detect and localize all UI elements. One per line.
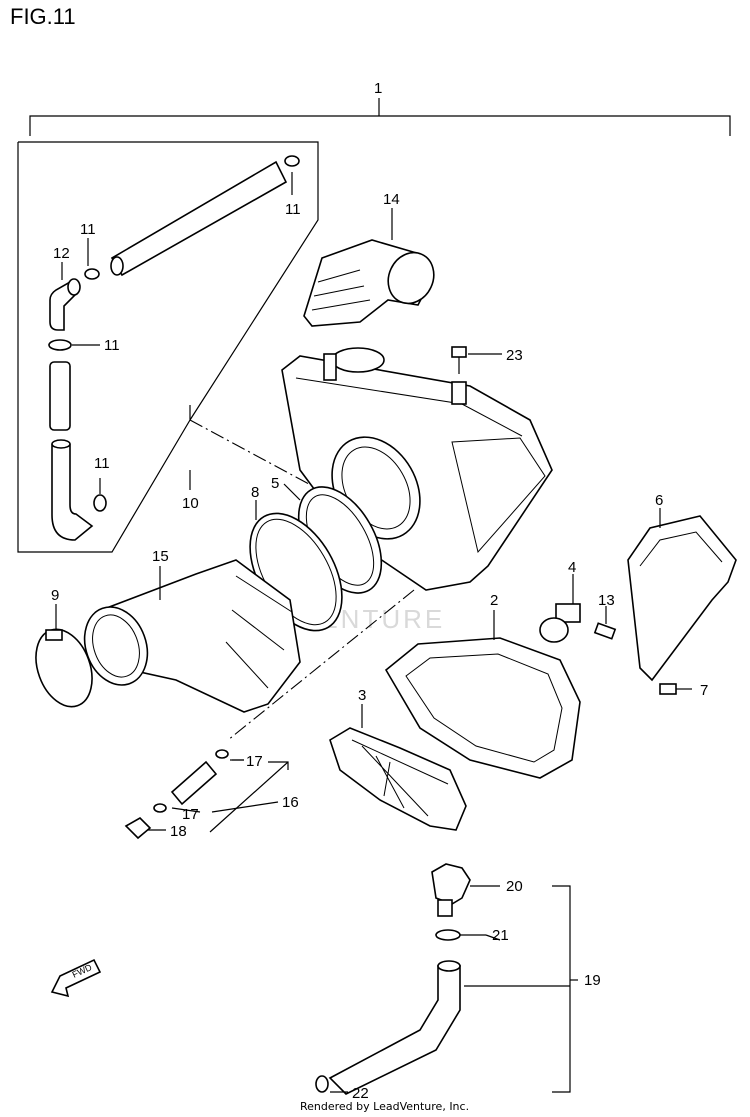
callout-13: 13: [598, 592, 615, 609]
drain-plug-18[interactable]: [124, 817, 166, 840]
callout-21: 21: [492, 927, 509, 944]
callout-1: 1: [374, 80, 382, 97]
bolt-23[interactable]: [451, 346, 502, 374]
callout-7: 7: [700, 682, 708, 699]
callout-11-bottom: 11: [94, 455, 110, 472]
hose-clamp-11-third[interactable]: [48, 339, 100, 351]
figure-title: FIG.11: [10, 4, 76, 29]
side-cover-6[interactable]: [627, 508, 737, 682]
callout-4: 4: [568, 559, 576, 576]
callout-16: 16: [282, 794, 299, 811]
elbow-joint-12[interactable]: [49, 262, 81, 331]
callout-23: 23: [506, 347, 523, 364]
drain-line-guide: [227, 589, 415, 741]
callout-11-second: 11: [80, 221, 96, 238]
breather-box-outline: [17, 141, 321, 553]
callout-2: 2: [490, 592, 498, 609]
hose-clamp-9[interactable]: [26, 604, 102, 714]
callout-22: 22: [352, 1085, 369, 1102]
breather-middle-hose[interactable]: [49, 361, 71, 431]
callout-11-third: 11: [104, 337, 120, 354]
breather-lower-hose[interactable]: [51, 439, 94, 541]
callout-18: 18: [170, 823, 187, 840]
callout-19: 19: [584, 972, 601, 989]
forward-arrow-icon: FWD: [50, 958, 102, 998]
leader-lines: [211, 759, 501, 941]
callout-12: 12: [53, 245, 70, 262]
bolt-7[interactable]: [659, 683, 692, 695]
callout-9: 9: [51, 587, 59, 604]
callout-10: 10: [182, 495, 199, 512]
callout-15: 15: [152, 548, 169, 565]
drain-assembly-19[interactable]: [315, 863, 578, 1095]
footer-credit: Rendered by LeadVenture, Inc.: [300, 1100, 470, 1113]
callout-3: 3: [358, 687, 366, 704]
hose-clamp-11-bottom[interactable]: [93, 478, 107, 512]
callout-17-lower: 17: [182, 806, 199, 823]
callout-11-top: 11: [285, 201, 301, 218]
intake-duct-14[interactable]: [303, 208, 442, 327]
filter-cage-3[interactable]: [329, 704, 467, 831]
hose-clamp-11-top[interactable]: [284, 155, 300, 195]
callout-8: 8: [251, 484, 259, 501]
intake-boot-15[interactable]: [74, 559, 301, 713]
assembly-bracket-1: [29, 98, 731, 136]
screw-13[interactable]: [593, 606, 617, 640]
drain-hose-16[interactable]: [153, 749, 289, 833]
callout-14: 14: [383, 191, 400, 208]
air-filter-2[interactable]: [384, 610, 581, 779]
hose-clamp-11-second[interactable]: [84, 238, 100, 280]
callout-17-upper: 17: [246, 753, 263, 770]
callout-5: 5: [271, 475, 279, 492]
callout-20: 20: [506, 878, 523, 895]
grommet-4[interactable]: [539, 574, 581, 643]
breather-upper-hose[interactable]: [110, 160, 288, 277]
callout-6: 6: [655, 492, 663, 509]
